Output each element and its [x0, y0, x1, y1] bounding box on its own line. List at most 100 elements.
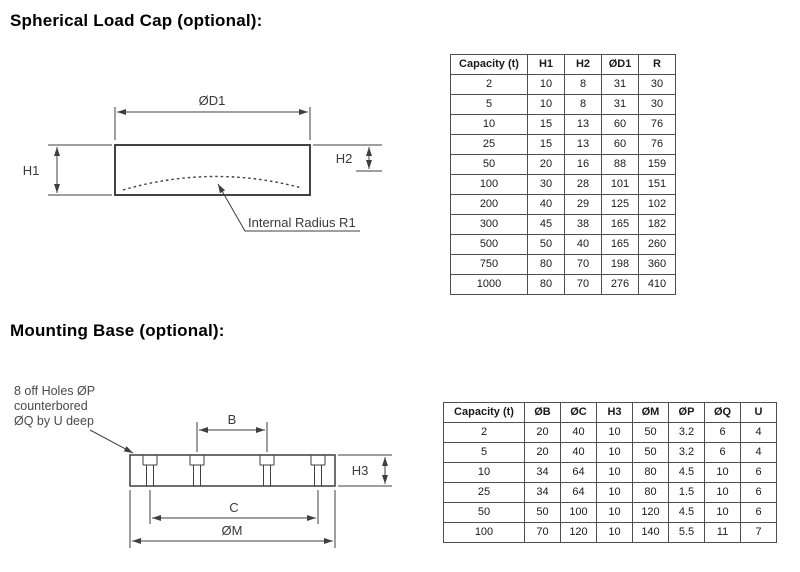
dim-label-d1: ØD1 [199, 93, 226, 108]
table-cell: 70 [524, 522, 561, 543]
table-cell: 13 [564, 114, 602, 135]
table-cell: 6 [740, 462, 777, 483]
table-cell: 7 [740, 522, 777, 543]
table-cell: 31 [601, 94, 639, 115]
table-cell: 28 [564, 174, 602, 195]
column-header: H2 [564, 54, 602, 75]
table-cell: 10 [596, 502, 633, 523]
load-cap-body-outline [114, 144, 311, 196]
section-title-mounting-base: Mounting Base (optional): [10, 321, 225, 340]
table-cell: 125 [601, 194, 639, 215]
base-plate-outline [129, 454, 336, 487]
table-cell: 165 [601, 214, 639, 235]
table-cell: 10 [596, 422, 633, 443]
leader-line-holes-note [89, 429, 134, 454]
table-cell: 100 [450, 174, 528, 195]
dim-label-c: C [229, 500, 238, 515]
table-cell: 410 [638, 274, 676, 295]
internal-radius-annotation: Internal Radius R1 [248, 215, 356, 230]
column-header: ØC [560, 402, 597, 423]
table-cell: 100 [443, 522, 525, 543]
table-cell: 10 [704, 482, 741, 503]
table-cell: 10 [527, 94, 565, 115]
table-cell: 2 [450, 74, 528, 95]
table-cell: 120 [560, 522, 597, 543]
table-cell: 10 [527, 74, 565, 95]
table-cell: 276 [601, 274, 639, 295]
table-cell: 38 [564, 214, 602, 235]
table-cell: 10 [596, 442, 633, 463]
counterbored-hole [310, 455, 326, 486]
column-header: ØM [632, 402, 669, 423]
table-cell: 8 [564, 94, 602, 115]
table-cell: 8 [564, 74, 602, 95]
dim-label-m: ØM [222, 523, 243, 538]
table-cell: 102 [638, 194, 676, 215]
table-cell: 10 [704, 462, 741, 483]
counterbored-hole [142, 455, 158, 486]
table-cell: 1000 [450, 274, 528, 295]
table-cell: 6 [704, 442, 741, 463]
table-cell: 80 [527, 274, 565, 295]
table-cell: 34 [524, 482, 561, 503]
table-cell: 10 [450, 114, 528, 135]
table-cell: 159 [638, 154, 676, 175]
table-cell: 50 [524, 502, 561, 523]
table-cell: 10 [443, 462, 525, 483]
table-cell: 4.5 [668, 502, 705, 523]
table-cell: 182 [638, 214, 676, 235]
table-cell: 20 [524, 422, 561, 443]
table-cell: 360 [638, 254, 676, 275]
table-cell: 750 [450, 254, 528, 275]
table-cell: 120 [632, 502, 669, 523]
column-header: H1 [527, 54, 565, 75]
table-cell: 64 [560, 462, 597, 483]
load-cap-diagram: ØD1 H1 H2 Internal Radius R1 [23, 93, 382, 232]
table-cell: 30 [527, 174, 565, 195]
table-cell: 45 [527, 214, 565, 235]
table-cell: 20 [527, 154, 565, 175]
table-cell: 5.5 [668, 522, 705, 543]
column-header: Capacity (t) [443, 402, 525, 423]
column-header: ØP [668, 402, 705, 423]
holes-note-line2: counterbored [14, 399, 88, 413]
table-cell: 6 [740, 482, 777, 503]
table-cell: 3.2 [668, 422, 705, 443]
table-cell: 40 [560, 422, 597, 443]
table-cell: 2 [443, 422, 525, 443]
table-cell: 140 [632, 522, 669, 543]
table-cell: 16 [564, 154, 602, 175]
table-cell: 60 [601, 114, 639, 135]
table-cell: 10 [596, 482, 633, 503]
table-cell: 20 [524, 442, 561, 463]
table-cell: 500 [450, 234, 528, 255]
table-cell: 40 [564, 234, 602, 255]
table-cell: 50 [632, 422, 669, 443]
table-cell: 101 [601, 174, 639, 195]
dim-label-h1: H1 [23, 163, 40, 178]
dim-label-h3: H3 [352, 463, 369, 478]
table-cell: 5 [443, 442, 525, 463]
table-cell: 31 [601, 74, 639, 95]
table-cell: 88 [601, 154, 639, 175]
table-cell: 198 [601, 254, 639, 275]
table-cell: 200 [450, 194, 528, 215]
table-cell: 151 [638, 174, 676, 195]
table-cell: 76 [638, 134, 676, 155]
table-cell: 70 [564, 254, 602, 275]
table-cell: 60 [601, 134, 639, 155]
